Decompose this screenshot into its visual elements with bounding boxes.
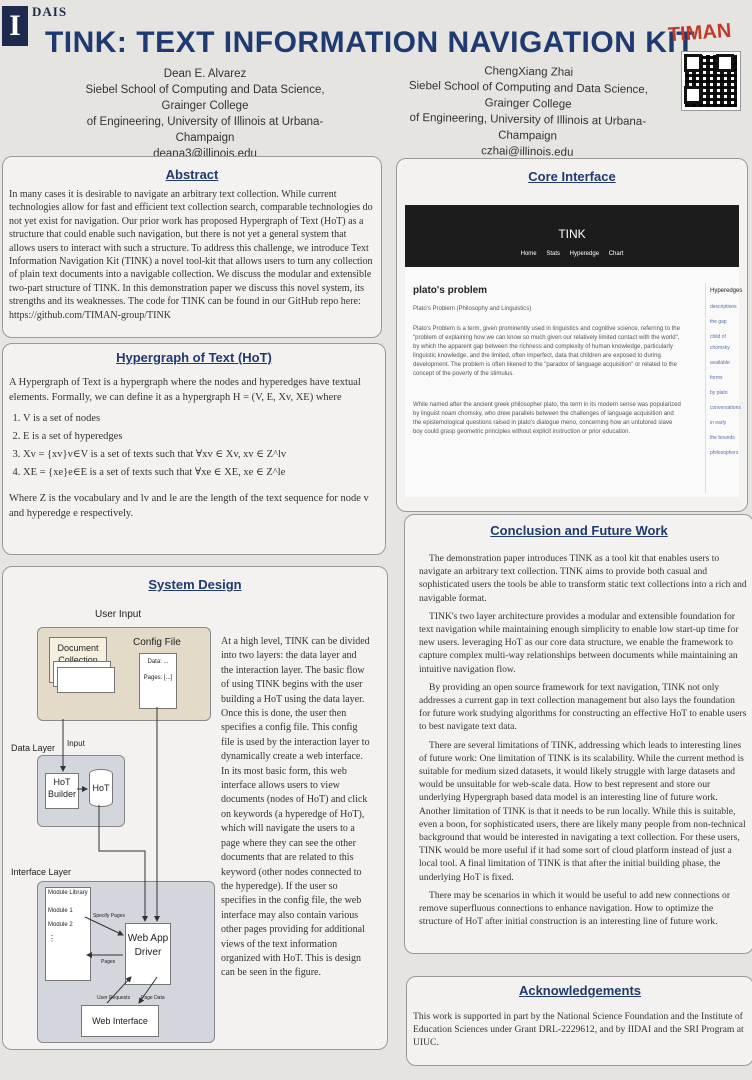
system-design-section: System Design At a high level, TINK can … <box>2 566 388 1050</box>
hyperedge-link[interactable]: the gap <box>710 319 727 325</box>
interface-layer-label: Interface Layer <box>11 867 72 877</box>
acknowledgements-text: This work is supported in part by the Na… <box>413 1011 744 1048</box>
hyperedge-link[interactable]: philosophers <box>710 450 739 456</box>
hot-database-icon: HoT <box>89 769 113 807</box>
poster-header: I DAIS TINK: TEXT INFORMATION NAVIGATION… <box>0 0 752 160</box>
specify-pages-label: Specify Pages <box>93 913 125 919</box>
hyperedge-link[interactable]: available <box>710 360 730 366</box>
author-affiliation: Siebel School of Computing and Data Scie… <box>85 84 325 112</box>
nav-home[interactable]: Home <box>520 251 537 257</box>
timan-logo: TIMAN <box>667 19 732 47</box>
poster-title: TINK: TEXT INFORMATION NAVIGATION KIT <box>44 26 696 59</box>
config-line: Pages: [...] <box>143 675 173 681</box>
list-item: V is a set of nodes <box>23 411 377 426</box>
section-heading: Conclusion and Future Work <box>490 523 668 538</box>
conclusion-paragraph: By providing an open source framework fo… <box>419 681 747 733</box>
hyperedge-link[interactable]: the bounds <box>710 435 735 441</box>
config-file-label: Config File <box>133 637 181 648</box>
document-stack <box>57 667 115 693</box>
app-navbar: TINK Home Stats Hyperedge Chart <box>405 205 739 267</box>
author-affiliation: Siebel School of Computing and Data Scie… <box>408 79 649 111</box>
module-library-label: Module Library <box>48 890 88 896</box>
list-item: E is a set of hyperedges <box>23 429 377 444</box>
university-logo: I <box>2 6 28 46</box>
conclusion-paragraph: There may be scenarios in which it would… <box>419 889 731 928</box>
architecture-diagram: User Input Document Collection Config Fi… <box>7 605 217 1045</box>
hot-outro: Where Z is the vocabulary and lv and le … <box>9 493 369 519</box>
system-design-text: At a high level, TINK can be divided int… <box>221 636 370 979</box>
document-meta: Plato's Problem (Philosophy and Linguist… <box>413 306 532 312</box>
hot-section: Hypergraph of Text (HoT) A Hypergraph of… <box>2 343 386 555</box>
abstract-text: In many cases it is desirable to navigat… <box>9 189 373 321</box>
hyperedge-link[interactable]: in early <box>710 420 727 426</box>
section-heading: Acknowledgements <box>518 983 642 998</box>
hyperedge-link[interactable]: by plato <box>710 390 728 396</box>
qr-finder-icon <box>716 54 734 72</box>
qr-finder-icon <box>684 86 702 104</box>
app-nav: Home Stats Hyperedge Chart <box>405 251 739 257</box>
author-block: ChengXiang Zhai Siebel School of Computi… <box>387 62 669 163</box>
section-heading: System Design <box>148 577 242 592</box>
conclusion-paragraph: There are several limitations of TINK, a… <box>419 739 746 883</box>
app-title: TINK <box>558 227 586 241</box>
module-library-box: Module Library Module 1 Module 2 ⋮ <box>45 887 91 981</box>
hyperedge-link[interactable]: child of chomsky <box>710 334 730 351</box>
document-paragraph: Plato's Problem is a term, given promine… <box>413 326 680 377</box>
tink-screenshot: TINK Home Stats Hyperedge Chart plato's … <box>405 205 742 497</box>
qr-finder-icon <box>684 54 702 72</box>
core-interface-section: Core Interface TINK Home Stats Hyperedge… <box>396 158 748 512</box>
page-data-label: Page Data <box>141 995 165 1001</box>
abstract-section: Abstract In many cases it is desirable t… <box>2 156 382 338</box>
pages-label: Pages <box>101 959 116 965</box>
hyperedge-link[interactable]: forms <box>710 375 723 381</box>
nav-stats[interactable]: Stats <box>546 251 560 257</box>
list-item: Xv = {xv}v∈V is a set of texts such that… <box>23 447 377 462</box>
author-block: Dean E. Alvarez Siebel School of Computi… <box>70 66 340 162</box>
hot-intro: A Hypergraph of Text is a hypergraph whe… <box>9 377 361 403</box>
nav-hyperedge-chart[interactable]: Hyperedge Chart <box>569 251 624 257</box>
list-item: XE = {xe}e∈E is a set of texts such that… <box>23 465 377 480</box>
author-affiliation: of Engineering, University of Illinois a… <box>409 111 647 143</box>
config-file-icon: Data: ... Pages: [...] <box>139 653 177 709</box>
data-layer-label: Data Layer <box>11 743 56 753</box>
conclusion-section: Conclusion and Future Work The demonstra… <box>404 514 752 954</box>
web-interface-box: Web Interface <box>81 1005 159 1037</box>
conclusion-paragraph: TINK's two layer architecture provides a… <box>419 610 739 675</box>
author-name: Dean E. Alvarez <box>163 68 247 80</box>
section-heading: Hypergraph of Text (HoT) <box>116 350 272 365</box>
section-heading: Core Interface <box>528 169 616 184</box>
hot-definition-list: V is a set of nodes E is a set of hypere… <box>3 405 385 480</box>
conclusion-body: The demonstration paper introduces TINK … <box>405 538 752 928</box>
document-title: plato's problem <box>413 285 488 296</box>
dais-logo: DAIS <box>32 4 68 19</box>
module-item: Module 1 <box>48 908 73 914</box>
input-label: Input <box>67 739 85 748</box>
user-input-label: User Input <box>95 609 142 620</box>
sidebar-title: Hyperedges <box>710 288 743 294</box>
module-item: Module 2 <box>48 922 73 928</box>
hyperedge-sidebar: Hyperedges descriptions the gap child of… <box>705 283 746 493</box>
author-affiliation: of Engineering, University of Illinois a… <box>86 116 324 144</box>
web-app-driver-box: Web App Driver <box>125 923 171 985</box>
section-heading: Abstract <box>165 167 219 182</box>
conclusion-paragraph: The demonstration paper introduces TINK … <box>419 553 747 604</box>
acknowledgements-section: Acknowledgements This work is supported … <box>406 976 752 1066</box>
hot-builder-box: HoT Builder <box>45 773 79 809</box>
hyperedge-link[interactable]: descriptions <box>710 304 737 310</box>
diagram-arrows <box>60 707 160 1004</box>
module-ellipsis: ⋮ <box>48 934 56 943</box>
user-requests-label: User Requests <box>97 995 131 1001</box>
config-line: Data: ... <box>147 659 169 665</box>
document-paragraph: While named after the ancient greek phil… <box>413 402 681 435</box>
hyperedge-link[interactable]: conversations <box>710 405 741 411</box>
